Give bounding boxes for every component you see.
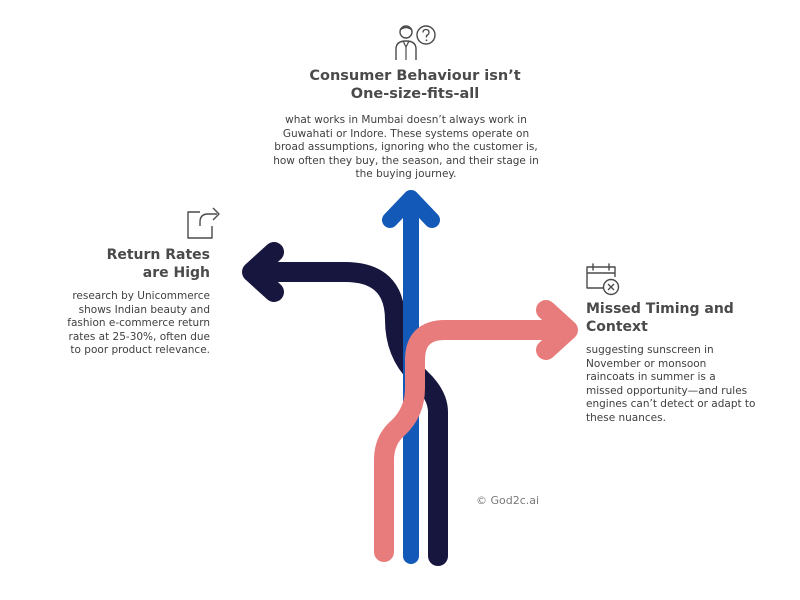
consumer-body: what works in Mumbai doesn’t always work… [273, 114, 539, 180]
consumer-title-line2: One-size-fits-all [350, 86, 480, 102]
calendar-cancel-icon [586, 263, 620, 296]
navy-arrow [260, 262, 448, 566]
copyright-label: © God2c.ai [476, 494, 540, 507]
timing-body: suggesting sunscreen in November or mons… [586, 344, 756, 424]
timing-title: Missed Timing and Context [586, 300, 776, 336]
consumer-title-line1: Consumer Behaviour isn’t [309, 68, 521, 84]
consumer-title: Consumer Behaviour isn’t One-size-fits-a… [250, 67, 580, 103]
returns-title-line1: Return Rates [106, 247, 210, 263]
return-arrow-box-icon [187, 207, 220, 239]
timing-title-line2: Context [586, 319, 648, 335]
coral-arrowhead [536, 300, 578, 360]
timing-title-line1: Missed Timing and [586, 301, 734, 317]
returns-title: Return Rates are High [80, 246, 210, 282]
navy-arrowhead [242, 242, 284, 302]
blue-arrowhead [382, 190, 440, 228]
returns-title-line2: are High [142, 265, 210, 281]
person-question-icon [395, 25, 436, 60]
coral-arrow [374, 320, 560, 562]
returns-body: research by Unicommerce shows Indian bea… [67, 290, 210, 356]
